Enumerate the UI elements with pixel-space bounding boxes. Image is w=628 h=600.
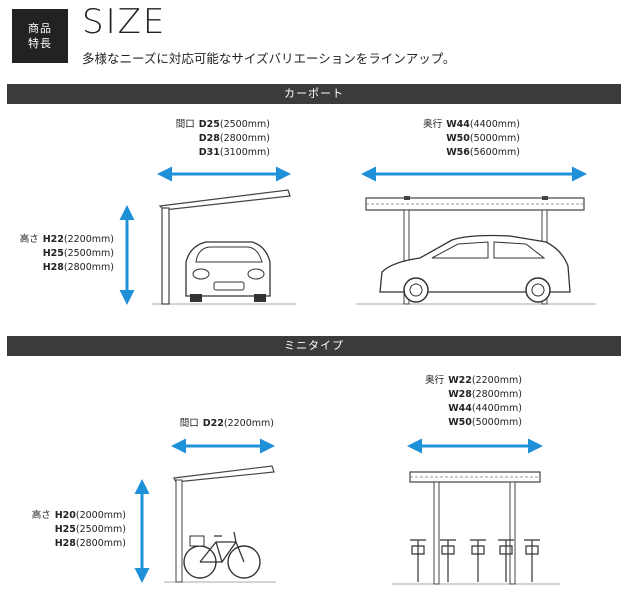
spec-code: W50 bbox=[446, 133, 470, 144]
page-title: SIZE bbox=[82, 2, 167, 42]
spec-row: W50(5000mm) bbox=[394, 416, 522, 430]
spec-row: H25(2500mm) bbox=[0, 247, 114, 261]
spec-row: W28(2800mm) bbox=[394, 388, 522, 402]
spec-dimension: (2000mm) bbox=[75, 510, 126, 521]
spec-row: W44(4400mm) bbox=[394, 402, 522, 416]
section-band-mini: ミニタイプ bbox=[7, 336, 621, 356]
spec-code: D28 bbox=[198, 133, 220, 144]
spec-dimension: (2500mm) bbox=[219, 119, 270, 130]
carport-front-illustration bbox=[152, 189, 296, 305]
spec-code: D31 bbox=[198, 147, 220, 158]
spec-dimension: (4400mm) bbox=[469, 119, 520, 130]
spec-prefix: 高さ bbox=[19, 234, 39, 245]
spec-code: W56 bbox=[446, 147, 470, 158]
spec-code: H22 bbox=[42, 234, 64, 245]
spec-dimension: (5600mm) bbox=[469, 147, 520, 158]
section-band-carport: カーポート bbox=[7, 84, 621, 104]
spec-code: H28 bbox=[42, 262, 64, 273]
spec-code: H28 bbox=[54, 538, 76, 549]
spec-code: H25 bbox=[54, 524, 76, 535]
spec-prefix: 高さ bbox=[31, 510, 51, 521]
spec-code: D22 bbox=[202, 418, 224, 429]
spec-dimension: (2200mm) bbox=[223, 418, 274, 429]
page-subtitle: 多様なニーズに対応可能なサイズバリエーションをラインアップ。 bbox=[82, 51, 456, 66]
spec-row: D31(3100mm) bbox=[140, 146, 270, 160]
spec-prefix: 奥行 bbox=[425, 375, 445, 386]
feature-badge: 商品 特長 bbox=[12, 9, 68, 63]
carport-side-illustration bbox=[356, 196, 596, 305]
badge-line-1: 商品 bbox=[28, 22, 52, 35]
spec-row: H28(2800mm) bbox=[0, 537, 126, 551]
spec-code: W22 bbox=[448, 375, 472, 386]
spec-row: H25(2500mm) bbox=[0, 523, 126, 537]
spec-dimension: (2800mm) bbox=[219, 133, 270, 144]
spec-dimension: (2800mm) bbox=[471, 389, 522, 400]
spec-code: W28 bbox=[448, 389, 472, 400]
mini-front-illustration bbox=[164, 465, 276, 583]
spec-row: W50(5000mm) bbox=[392, 132, 520, 146]
spec-code: W50 bbox=[448, 417, 472, 428]
spec-dimension: (2500mm) bbox=[63, 248, 114, 259]
spec-dimension: (2200mm) bbox=[63, 234, 114, 245]
spec-dimension: (2800mm) bbox=[63, 262, 114, 273]
badge-line-2: 特長 bbox=[28, 37, 52, 50]
spec-dimension: (5000mm) bbox=[469, 133, 520, 144]
spec-dimension: (2500mm) bbox=[75, 524, 126, 535]
spec-code: H20 bbox=[54, 510, 76, 521]
spec-prefix: 奥行 bbox=[423, 119, 443, 130]
spec-dimension: (3100mm) bbox=[219, 147, 270, 158]
spec-dimension: (4400mm) bbox=[471, 403, 522, 414]
spec-code: W44 bbox=[446, 119, 470, 130]
spec-dimension: (2200mm) bbox=[471, 375, 522, 386]
mini-side-illustration bbox=[392, 471, 560, 585]
spec-row: D28(2800mm) bbox=[140, 132, 270, 146]
spec-row: W56(5600mm) bbox=[392, 146, 520, 160]
spec-code: W44 bbox=[448, 403, 472, 414]
spec-prefix: 間口 bbox=[175, 119, 195, 130]
spec-row: H28(2800mm) bbox=[0, 261, 114, 275]
spec-code: D25 bbox=[198, 119, 220, 130]
spec-dimension: (2800mm) bbox=[75, 538, 126, 549]
spec-dimension: (5000mm) bbox=[471, 417, 522, 428]
spec-code: H25 bbox=[42, 248, 64, 259]
spec-prefix: 間口 bbox=[179, 418, 199, 429]
